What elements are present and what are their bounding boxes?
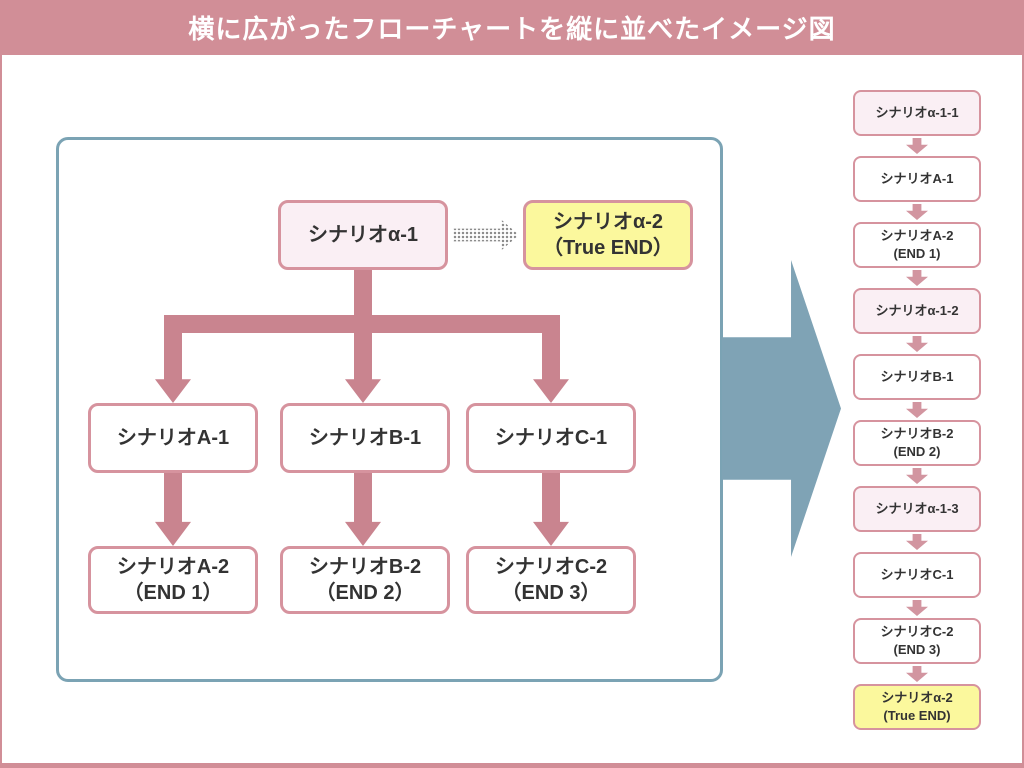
- node-label: シナリオα-1-2: [875, 303, 959, 319]
- node-sublabel: （END 3）: [501, 582, 601, 604]
- node-label: シナリオB-2: [880, 426, 954, 442]
- down-arrow-icon: [906, 138, 928, 154]
- node-scenario-c-2-end-3: シナリオC-2 （END 3）: [466, 546, 636, 614]
- vnode-scenario-b-2-end-2: シナリオB-2 (END 2): [853, 420, 981, 466]
- down-arrow-icon: [533, 473, 569, 546]
- down-arrow-icon: [155, 473, 191, 546]
- down-arrow-icon: [906, 468, 928, 484]
- vnode-scenario-alpha-1-1: シナリオα-1-1: [853, 90, 981, 136]
- down-arrow-icon: [906, 204, 928, 220]
- branch-stem-connector: [354, 270, 372, 317]
- flowchart-container: シナリオα-1 シナリオα-2 （True END） シナリオA-1 シナリオB…: [56, 137, 723, 682]
- vnode-scenario-c-2-end-3: シナリオC-2 (END 3): [853, 618, 981, 664]
- node-label: シナリオα-1-1: [875, 105, 959, 121]
- node-sublabel: （END 1）: [123, 582, 223, 604]
- vertical-flow-column: シナリオα-1-1 シナリオA-1 シナリオA-2 (END 1) シナリオα-…: [853, 90, 981, 730]
- node-scenario-alpha-2-true-end: シナリオα-2 （True END）: [523, 200, 693, 270]
- node-sublabel: （END 2）: [315, 582, 415, 604]
- node-scenario-c-1: シナリオC-1: [466, 403, 636, 473]
- node-label: シナリオC-2: [494, 556, 608, 578]
- node-scenario-b-1: シナリオB-1: [280, 403, 450, 473]
- node-sublabel: (END 1): [893, 246, 941, 261]
- node-label: シナリオA-2: [116, 556, 230, 578]
- node-sublabel: (END 3): [893, 642, 941, 657]
- vnode-scenario-c-1: シナリオC-1: [853, 552, 981, 598]
- node-sublabel: (END 2): [893, 444, 941, 459]
- down-arrow-icon: [906, 666, 928, 682]
- node-sublabel: （True END）: [542, 237, 674, 259]
- down-arrow-icon: [345, 473, 381, 546]
- down-arrow-icon: [906, 600, 928, 616]
- node-scenario-alpha-1: シナリオα-1: [278, 200, 448, 270]
- node-label: シナリオC-1: [494, 427, 608, 449]
- down-arrow-icon: [906, 336, 928, 352]
- page-title: 横に広がったフローチャートを縦に並べたイメージ図: [188, 14, 836, 44]
- node-label: シナリオB-1: [880, 369, 954, 385]
- vnode-scenario-b-1: シナリオB-1: [853, 354, 981, 400]
- node-sublabel: (True END): [883, 708, 951, 723]
- title-bar: 横に広がったフローチャートを縦に並べたイメージ図: [0, 0, 1024, 55]
- node-label: シナリオB-2: [308, 556, 422, 578]
- node-label: シナリオA-2: [880, 228, 954, 244]
- node-label: シナリオα-2: [552, 211, 664, 233]
- down-arrow-icon: [906, 402, 928, 418]
- node-label: シナリオα-1: [307, 224, 419, 246]
- down-arrow-icon: [906, 534, 928, 550]
- node-label: シナリオA-1: [116, 427, 230, 449]
- vnode-scenario-a-1: シナリオA-1: [853, 156, 981, 202]
- node-label: シナリオC-1: [880, 567, 954, 583]
- node-label: シナリオα-1-3: [875, 501, 959, 517]
- vnode-scenario-alpha-1-3: シナリオα-1-3: [853, 486, 981, 532]
- node-label: シナリオC-2: [880, 624, 954, 640]
- node-label: シナリオα-2: [881, 690, 953, 706]
- node-scenario-a-2-end-1: シナリオA-2 （END 1）: [88, 546, 258, 614]
- node-label: シナリオB-1: [308, 427, 422, 449]
- down-arrow-icon: [906, 270, 928, 286]
- vnode-scenario-alpha-1-2: シナリオα-1-2: [853, 288, 981, 334]
- dotted-arrow-icon: [453, 219, 519, 251]
- content-area: シナリオα-1 シナリオα-2 （True END） シナリオA-1 シナリオB…: [2, 55, 1022, 763]
- node-scenario-b-2-end-2: シナリオB-2 （END 2）: [280, 546, 450, 614]
- vnode-scenario-alpha-2-true-end: シナリオα-2 (True END): [853, 684, 981, 730]
- node-label: シナリオA-1: [880, 171, 954, 187]
- vnode-scenario-a-2-end-1: シナリオA-2 (END 1): [853, 222, 981, 268]
- node-scenario-a-1: シナリオA-1: [88, 403, 258, 473]
- transform-right-arrow-icon: [722, 260, 841, 557]
